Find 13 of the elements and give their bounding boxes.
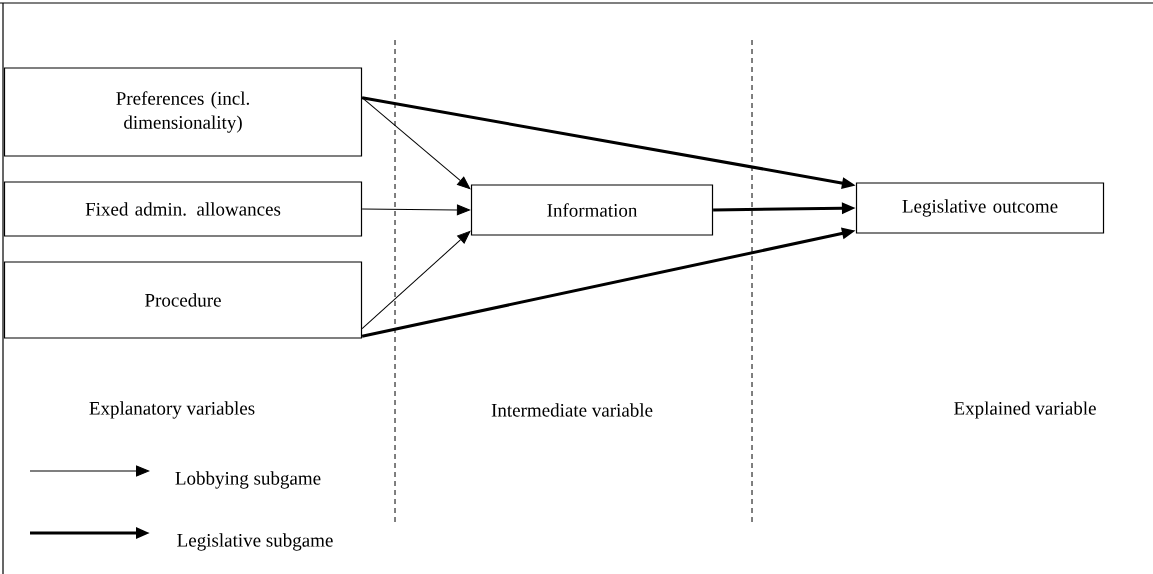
variable-box: Preferences (incl. dimensionality)	[3, 67, 363, 157]
arrow	[361, 230, 471, 330]
column-label: Intermediate variable	[491, 403, 653, 417]
arrow	[361, 204, 471, 216]
variable-box: Fixed admin. allowances	[3, 181, 363, 237]
variable-box: Information	[470, 184, 714, 236]
column-label: Explained variable	[954, 401, 1096, 419]
arrow	[361, 97, 471, 190]
variable-box: Procedure	[3, 261, 363, 339]
legend-label: Lobbying subgame	[175, 471, 321, 489]
legend-label: Legislative subgame	[177, 533, 333, 551]
variable-box: Legislative outcome	[855, 182, 1105, 234]
column-label: Explanatory variables	[89, 401, 255, 419]
